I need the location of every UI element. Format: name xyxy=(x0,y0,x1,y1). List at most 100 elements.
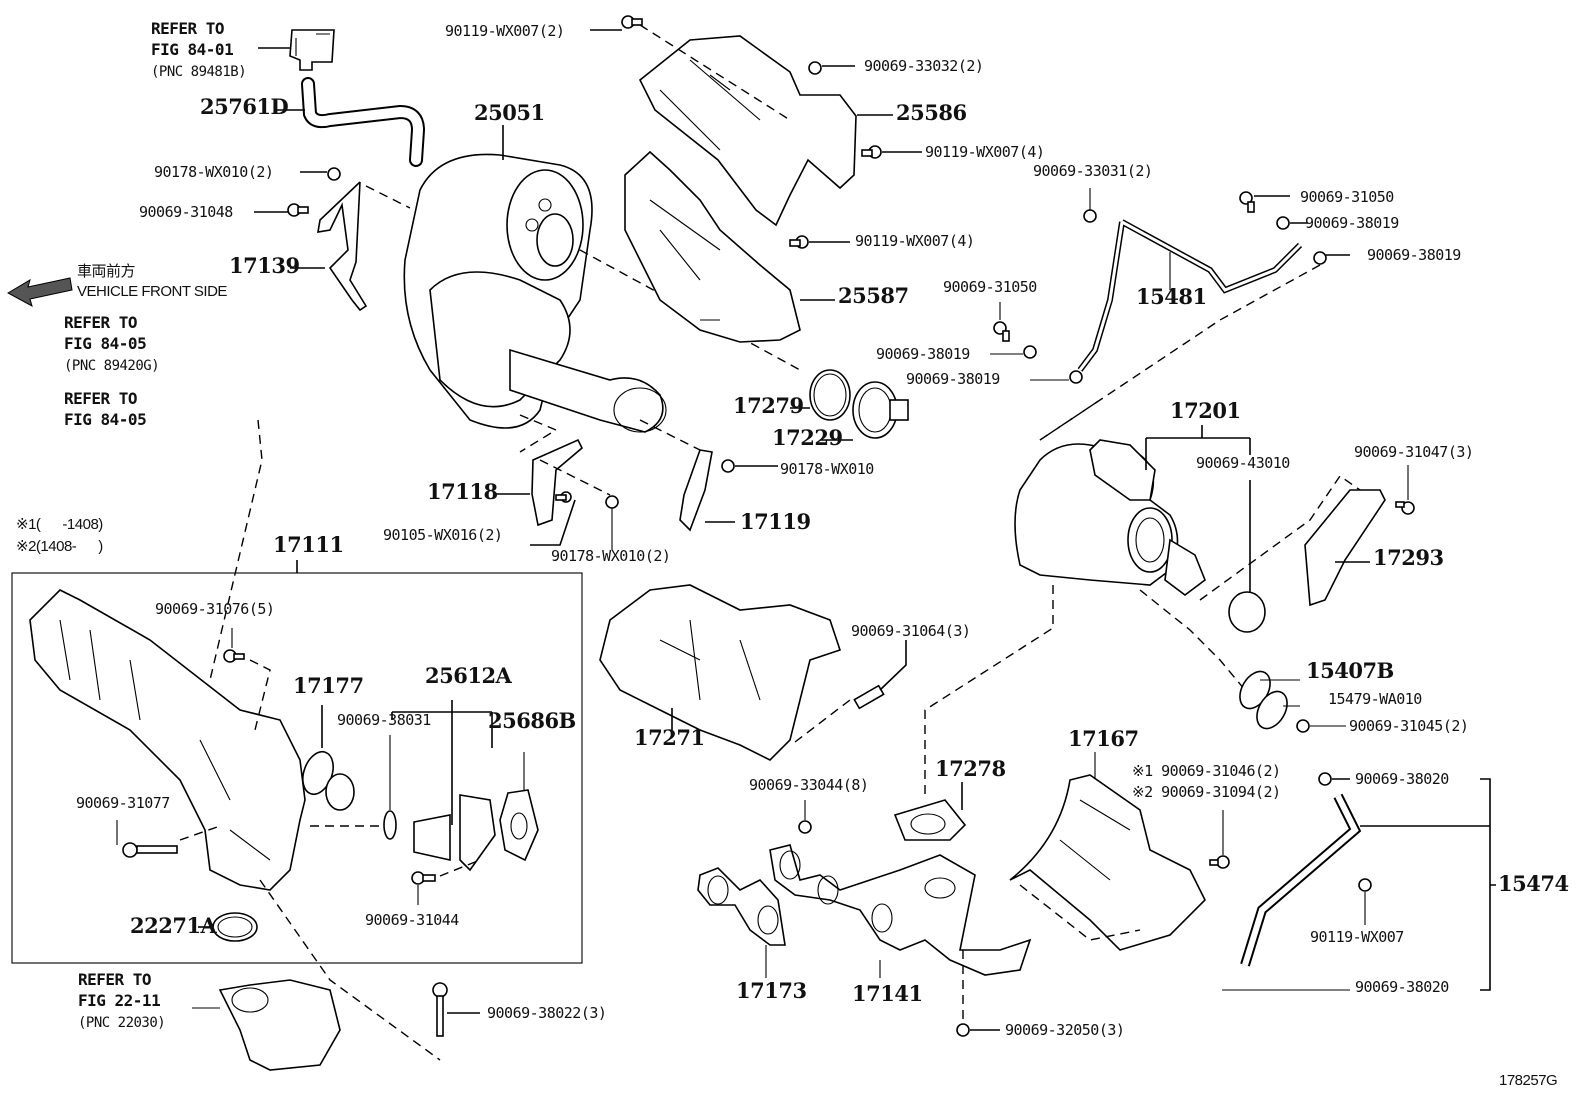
part-label-90069-31094-2[interactable]: ※2 90069-31094(2) xyxy=(1132,783,1281,801)
ref-pnc: (PNC 89481B) xyxy=(151,64,247,80)
part-label-17141[interactable]: 17141 xyxy=(852,981,923,1006)
part-label-17118[interactable]: 17118 xyxy=(427,479,498,504)
part-label-17111[interactable]: 17111 xyxy=(273,532,344,557)
oring-icon xyxy=(1318,772,1332,786)
washer-icon xyxy=(1069,370,1083,384)
bracket-17293 xyxy=(1304,489,1386,607)
part-label-90069-38019-b[interactable]: 90069-38019 xyxy=(1367,246,1461,264)
part-label-90119-WX007-2[interactable]: 90119-WX007(2) xyxy=(445,22,565,40)
gasket-17279 xyxy=(809,369,851,421)
part-label-90069-31050-right[interactable]: 90069-31050 xyxy=(1300,188,1394,206)
part-label-15479-WA010[interactable]: 15479-WA010 xyxy=(1328,690,1422,708)
part-label-90069-38019-c[interactable]: 90069-38019 xyxy=(876,345,970,363)
part-label-90178-WX010-2-upper[interactable]: 90178-WX010(2) xyxy=(154,163,274,181)
part-label-90105-WX016-2[interactable]: 90105-WX016(2) xyxy=(383,526,503,544)
part-label-25586[interactable]: 25586 xyxy=(896,100,967,125)
part-label-90069-31064-3[interactable]: 90069-31064(3) xyxy=(851,622,971,640)
bolt-icon xyxy=(1296,719,1310,733)
sensor-icon xyxy=(289,29,335,71)
variant-mark-1: ※1 xyxy=(1132,762,1153,780)
part-label-90069-33032-2[interactable]: 90069-33032(2) xyxy=(864,57,984,75)
part-label-90069-33031-2[interactable]: 90069-33031(2) xyxy=(1033,162,1153,180)
part-label-90069-31050-left[interactable]: 90069-31050 xyxy=(943,278,1037,296)
variant-mark-2: ※2 xyxy=(1132,783,1153,801)
part-label-90119-WX007-4-lower[interactable]: 90119-WX007(4) xyxy=(855,232,975,250)
gasket-17173 xyxy=(697,867,786,946)
part-label-90069-31046-2[interactable]: ※1 90069-31046(2) xyxy=(1132,762,1281,780)
part-label-90178-WX010[interactable]: 90178-WX010 xyxy=(780,460,874,478)
part-label-17271[interactable]: 17271 xyxy=(634,725,705,750)
part-label-90069-31077[interactable]: 90069-31077 xyxy=(76,794,170,812)
part-label-17279[interactable]: 17279 xyxy=(733,393,804,418)
part-label-25761D[interactable]: 25761D xyxy=(200,94,289,119)
oxygen-sensor xyxy=(853,684,885,710)
bolt-icon xyxy=(411,871,436,885)
ref-line2: FIG 84-05 xyxy=(64,410,147,429)
ref-pnc: (PNC 22030) xyxy=(78,1015,166,1031)
part-label-17293[interactable]: 17293 xyxy=(1373,545,1444,570)
part-label-90069-38020-upper[interactable]: 90069-38020 xyxy=(1355,770,1449,788)
part-label-90119-WX007[interactable]: 90119-WX007 xyxy=(1310,928,1404,946)
part-label-90069-31044[interactable]: 90069-31044 xyxy=(365,911,459,929)
part-label-90069-43010[interactable]: 90069-43010 xyxy=(1196,454,1290,472)
gasket-17278 xyxy=(893,799,967,841)
part-label-90069-31047-3[interactable]: 90069-31047(3) xyxy=(1354,443,1474,461)
ref-line1: REFER TO xyxy=(64,313,138,332)
nut-icon xyxy=(721,459,735,473)
oil-return-pipe-15474 xyxy=(1240,793,1362,967)
part-label-25612A[interactable]: 25612A xyxy=(425,663,512,688)
note-range-2: (1408- ) xyxy=(35,538,103,555)
part-label-17119[interactable]: 17119 xyxy=(740,509,811,534)
part-label-90069-38022-3[interactable]: 90069-38022(3) xyxy=(487,1004,607,1022)
part-label-17229[interactable]: 17229 xyxy=(772,425,843,450)
nut-icon xyxy=(808,61,822,75)
part-label-17173[interactable]: 17173 xyxy=(736,978,807,1003)
part-label-17139[interactable]: 17139 xyxy=(229,253,300,278)
part-label-90119-WX007-4-upper[interactable]: 90119-WX007(4) xyxy=(925,143,1045,161)
washer-icon xyxy=(1023,345,1037,359)
heat-insulator-17167 xyxy=(1009,774,1206,951)
part-label-17278[interactable]: 17278 xyxy=(935,756,1006,781)
part-label-17167[interactable]: 17167 xyxy=(1068,726,1139,751)
part-label-25686B[interactable]: 25686B xyxy=(488,708,576,733)
part-label-17177[interactable]: 17177 xyxy=(293,673,364,698)
bracket-17139 xyxy=(317,181,368,312)
part-label-15474[interactable]: 15474 xyxy=(1498,871,1569,896)
part-label-15481[interactable]: 15481 xyxy=(1136,284,1207,309)
part-label-90069-32050-3[interactable]: 90069-32050(3) xyxy=(1005,1021,1125,1039)
part-label-90069-31076-5[interactable]: 90069-31076(5) xyxy=(155,600,275,618)
figure-id: 178257G xyxy=(1499,1072,1558,1089)
note-range-1: ( -1408) xyxy=(35,516,103,533)
bolt-icon xyxy=(1358,878,1372,892)
ref-line2: FIG 84-01 xyxy=(151,40,234,59)
part-label-90069-38020-lower[interactable]: 90069-38020 xyxy=(1355,978,1449,996)
washer-icon xyxy=(1313,251,1327,265)
turbocharger-17201 xyxy=(1014,439,1206,596)
gasket-ring xyxy=(1228,591,1266,633)
bracket-17118 xyxy=(531,438,583,527)
part-label-90069-38019-a[interactable]: 90069-38019 xyxy=(1305,214,1399,232)
part-label-90069-38031[interactable]: 90069-38031 xyxy=(337,711,431,729)
part-label-17201[interactable]: 17201 xyxy=(1170,398,1241,423)
fastener-number: 90069-31046(2) xyxy=(1161,762,1281,780)
part-label-90069-38019-d[interactable]: 90069-38019 xyxy=(906,370,1000,388)
nut-icon xyxy=(798,820,812,834)
part-label-90178-WX010-2-lower[interactable]: 90178-WX010(2) xyxy=(551,547,671,565)
part-label-90069-31048[interactable]: 90069-31048 xyxy=(139,203,233,221)
part-label-90069-31045-2[interactable]: 90069-31045(2) xyxy=(1349,717,1469,735)
bolt-icon xyxy=(555,491,572,503)
gasket-22271A xyxy=(212,912,258,942)
part-label-25051[interactable]: 25051 xyxy=(474,100,545,125)
ref-line2: FIG 22-11 xyxy=(78,991,161,1010)
part-label-25587[interactable]: 25587 xyxy=(838,283,909,308)
part-label-22271A[interactable]: 22271A xyxy=(130,913,217,938)
part-label-15407B[interactable]: 15407B xyxy=(1306,658,1394,683)
bolt-icon xyxy=(223,649,245,663)
part-label-90069-33044-8[interactable]: 90069-33044(8) xyxy=(749,776,869,794)
bracket-17119 xyxy=(679,449,713,532)
